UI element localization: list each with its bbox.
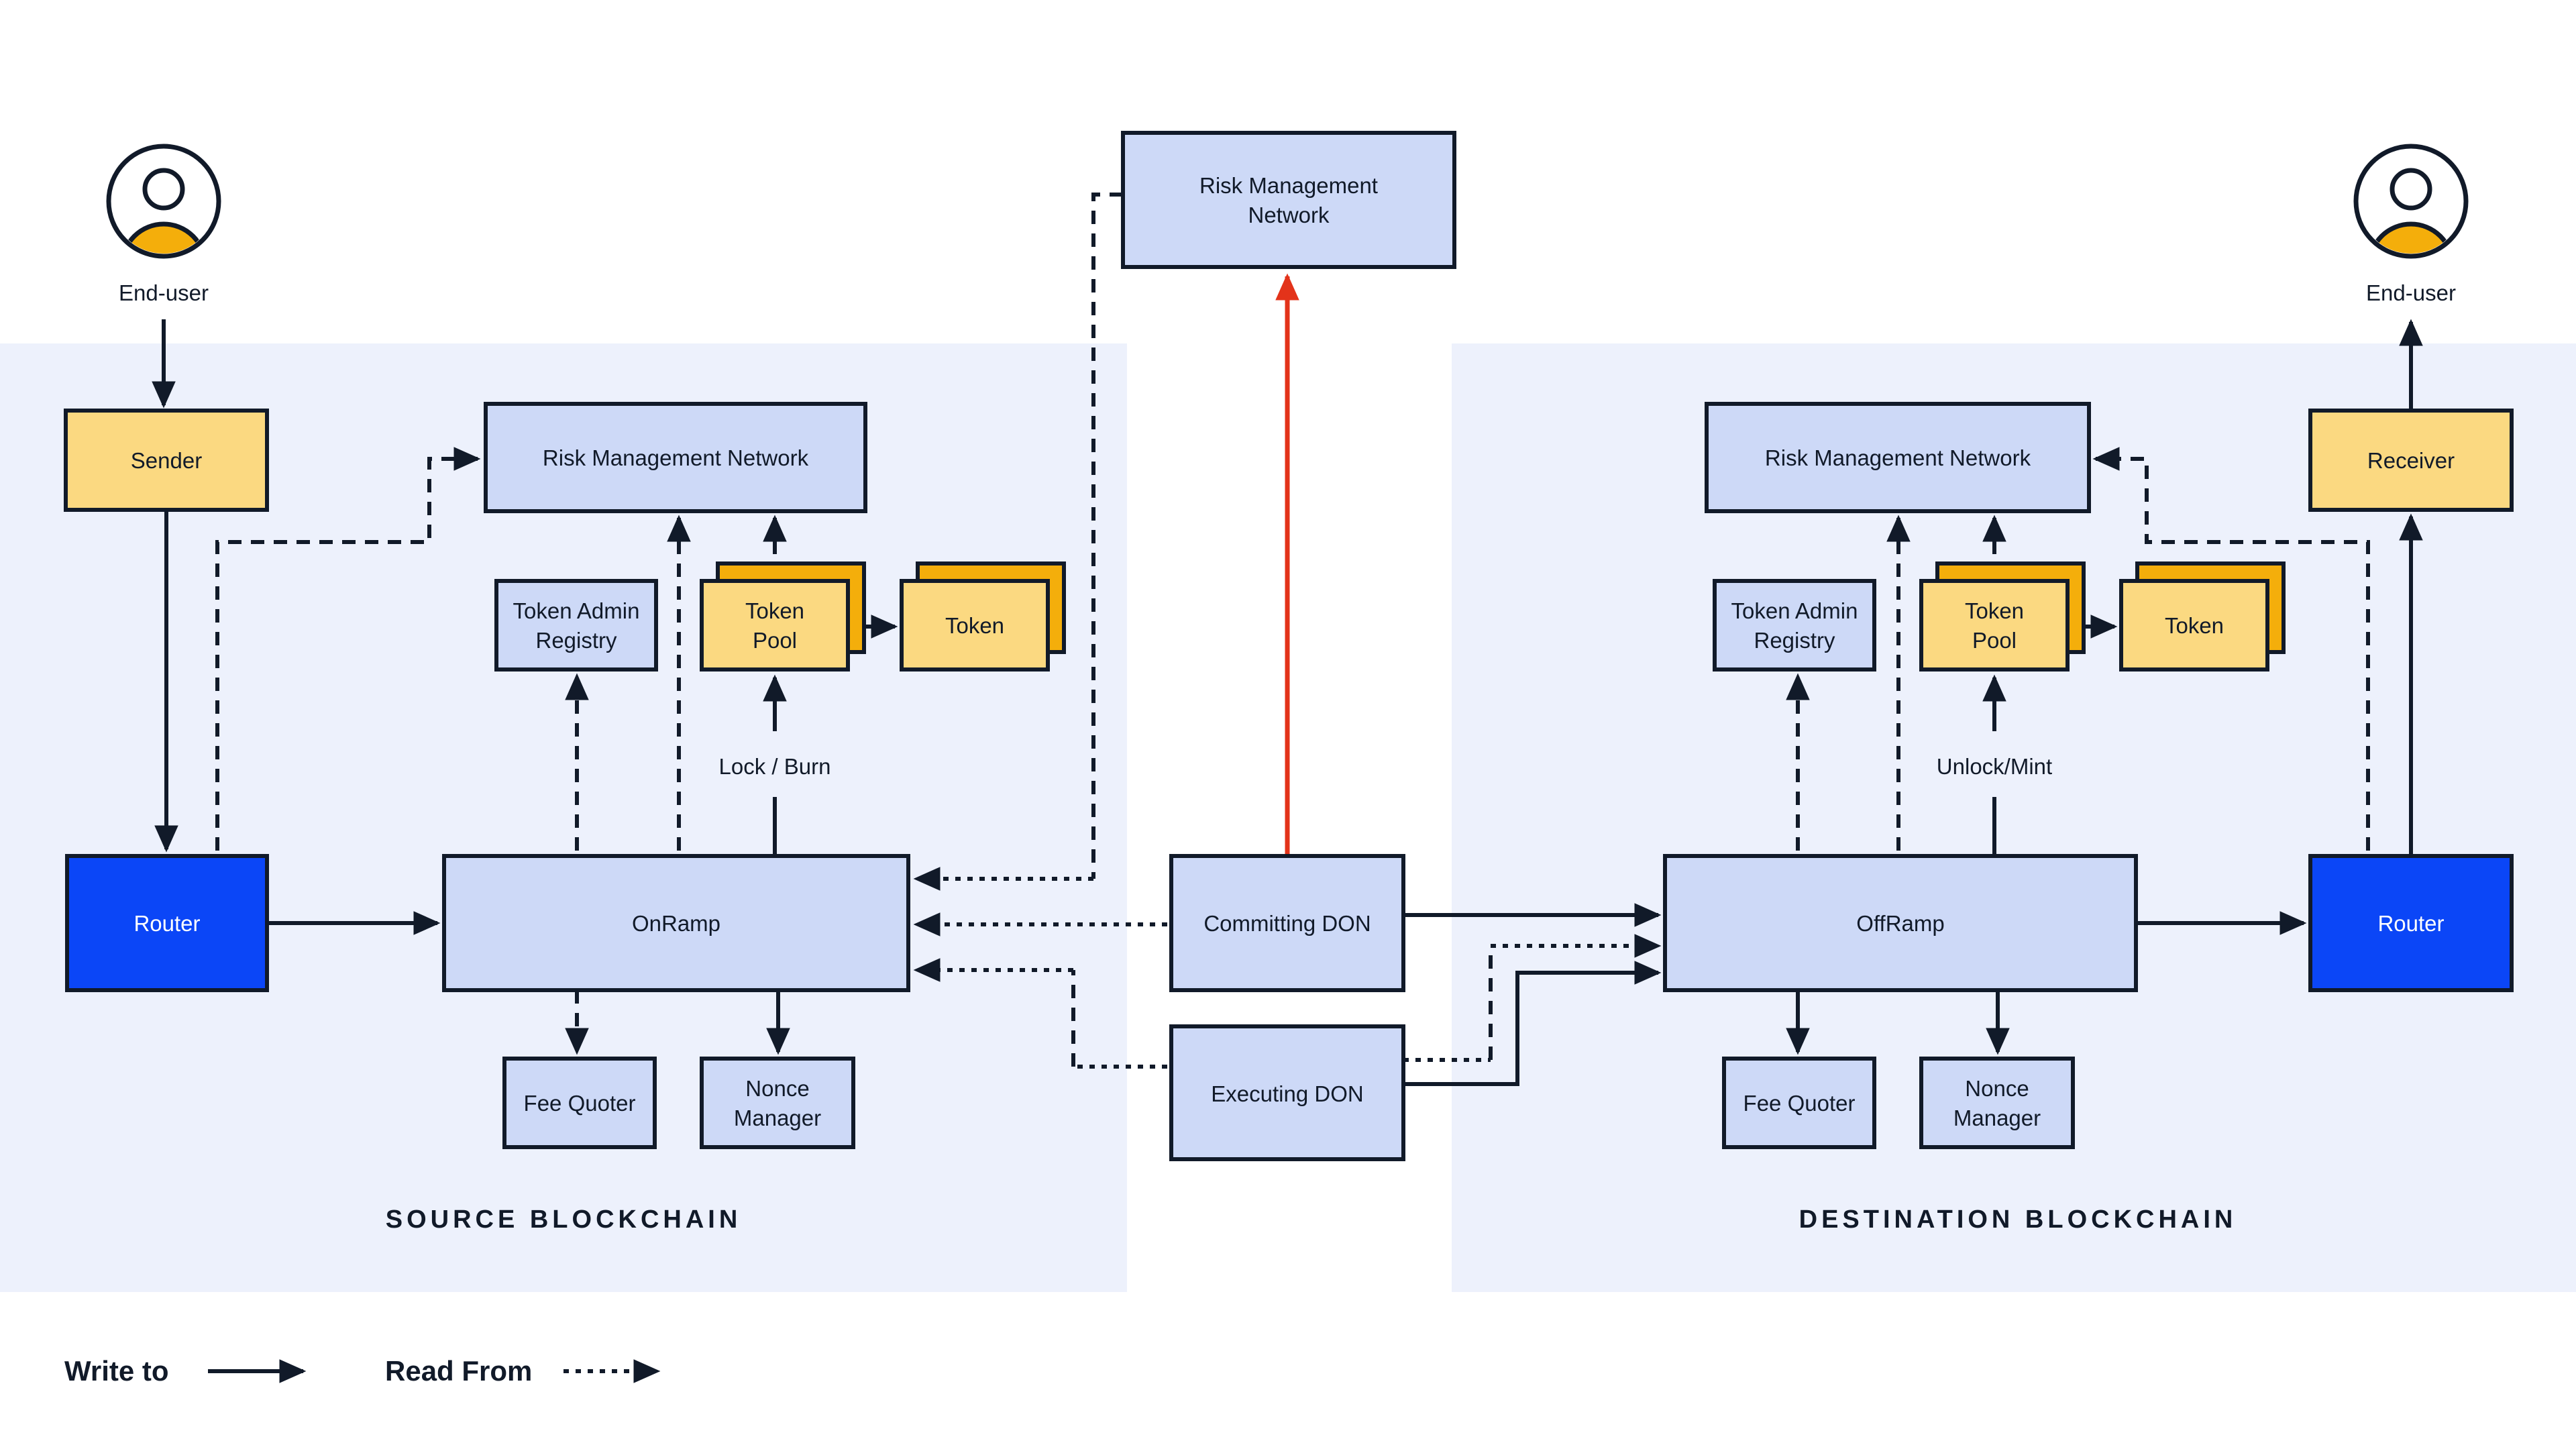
risk-management-network-top-box bbox=[1121, 131, 1456, 269]
node-sender: Sender bbox=[64, 409, 269, 512]
token-source-box bbox=[900, 579, 1050, 672]
token-pool-source-label-line2: Pool bbox=[753, 628, 797, 653]
rmn-source-label: Risk Management Network bbox=[543, 445, 809, 470]
offramp-label: OffRamp bbox=[1856, 911, 1944, 936]
risk-management-network-top-label-line1: Risk Management bbox=[1199, 173, 1378, 198]
executing-don-box bbox=[1169, 1024, 1405, 1161]
nonce-manager-source-label-line1: Nonce bbox=[745, 1076, 809, 1101]
committing-don-label: Committing DON bbox=[1203, 911, 1371, 936]
token-admin-registry-source-label-line1: Token Admin bbox=[513, 598, 640, 623]
node-offramp: OffRamp bbox=[1663, 854, 2138, 992]
node-executing-don: Executing DON bbox=[1169, 1024, 1405, 1161]
node-token-destination: Token bbox=[2119, 561, 2286, 672]
arrow-executingdon-to-offramp bbox=[1403, 961, 1662, 1086]
router-source-box bbox=[65, 854, 269, 992]
token-admin-registry-destination-label-line2: Registry bbox=[1754, 628, 1835, 653]
node-token-pool-destination: Token Pool bbox=[1919, 561, 2086, 672]
end-user-left: End-user bbox=[106, 144, 221, 305]
token-pool-source-box bbox=[700, 579, 850, 672]
end-user-right-label: End-user bbox=[2366, 280, 2456, 305]
node-token-admin-registry-destination: Token Admin Registry bbox=[1713, 579, 1876, 672]
user-shoulders-icon bbox=[2367, 221, 2455, 254]
node-onramp: OnRamp bbox=[442, 854, 910, 992]
legend-read-from-label: Read From bbox=[385, 1355, 532, 1387]
onramp-box bbox=[442, 854, 910, 992]
nonce-manager-destination-label-line1: Nonce bbox=[1965, 1076, 2029, 1101]
token-pool-destination-label-line1: Token bbox=[1965, 598, 2024, 623]
legend: Write to Read From bbox=[64, 1355, 661, 1387]
token-source-label: Token bbox=[945, 613, 1004, 638]
node-rmn-source: Risk Management Network bbox=[484, 402, 867, 513]
source-blockchain-section-label: SOURCE BLOCKCHAIN bbox=[386, 1205, 742, 1234]
user-shoulders-icon bbox=[119, 221, 208, 254]
read-from-arrows bbox=[215, 193, 2370, 1069]
arrow-toprmn-reads-onramp-vertical bbox=[1091, 193, 1123, 879]
legend-write-to-label: Write to bbox=[64, 1355, 169, 1387]
user-head-icon bbox=[2390, 168, 2432, 211]
node-token-source: Token bbox=[900, 561, 1066, 672]
offramp-box bbox=[1663, 854, 2138, 992]
token-destination-box bbox=[2119, 579, 2269, 672]
fee-quoter-source-label: Fee Quoter bbox=[524, 1091, 636, 1116]
unlock-mint-label: Unlock/Mint bbox=[1937, 754, 2052, 779]
node-committing-don: Committing DON bbox=[1169, 854, 1405, 992]
node-rmn-destination: Risk Management Network bbox=[1705, 402, 2091, 513]
onramp-label: OnRamp bbox=[632, 911, 720, 936]
rmn-source-box bbox=[484, 402, 867, 513]
node-nonce-manager-destination: Nonce Manager bbox=[1919, 1057, 2075, 1149]
destination-blockchain-section-label: DESTINATION BLOCKCHAIN bbox=[1799, 1205, 2237, 1234]
arrow-router-reads-rmn-right bbox=[2092, 447, 2370, 851]
nonce-manager-source-label-line2: Manager bbox=[734, 1106, 821, 1130]
rmn-destination-box bbox=[1705, 402, 2091, 513]
token-pool-destination-label-line2: Pool bbox=[1972, 628, 2017, 653]
node-fee-quoter-destination: Fee Quoter bbox=[1722, 1057, 1876, 1149]
router-source-label: Router bbox=[133, 911, 200, 936]
fee-quoter-destination-box bbox=[1722, 1057, 1876, 1149]
executing-don-label: Executing DON bbox=[1211, 1081, 1363, 1106]
nonce-manager-destination-box bbox=[1919, 1057, 2075, 1149]
node-risk-management-network-top: Risk Management Network bbox=[1121, 131, 1456, 269]
nonce-manager-destination-label-line2: Manager bbox=[1953, 1106, 2041, 1130]
token-pool-destination-box bbox=[1919, 579, 2070, 672]
receiver-label: Receiver bbox=[2367, 448, 2455, 473]
committing-don-box bbox=[1169, 854, 1405, 992]
end-user-left-label: End-user bbox=[119, 280, 209, 305]
sender-box bbox=[64, 409, 269, 512]
node-token-admin-registry-source: Token Admin Registry bbox=[494, 579, 658, 672]
receiver-box bbox=[2308, 409, 2514, 512]
lock-burn-label: Lock / Burn bbox=[719, 754, 831, 779]
token-destination-label: Token bbox=[2165, 613, 2224, 638]
risk-management-network-top-label-line2: Network bbox=[1248, 203, 1330, 227]
token-admin-registry-destination-box bbox=[1713, 579, 1876, 672]
user-head-icon bbox=[142, 168, 185, 211]
fee-quoter-source-box bbox=[502, 1057, 657, 1149]
token-admin-registry-source-label-line2: Registry bbox=[535, 628, 617, 653]
node-fee-quoter-source: Fee Quoter bbox=[502, 1057, 657, 1149]
nonce-manager-source-box bbox=[700, 1057, 855, 1149]
node-token-pool-source: Token Pool bbox=[700, 561, 866, 672]
node-router-source: Router bbox=[65, 854, 269, 992]
node-nonce-manager-source: Nonce Manager bbox=[700, 1057, 855, 1149]
router-destination-label: Router bbox=[2377, 911, 2444, 936]
router-destination-box bbox=[2308, 854, 2514, 992]
end-user-right: End-user bbox=[2353, 144, 2469, 305]
rmn-destination-label: Risk Management Network bbox=[1765, 445, 2031, 470]
arrow-router-reads-rmn-left bbox=[215, 447, 481, 851]
token-admin-registry-source-box bbox=[494, 579, 658, 672]
sender-label: Sender bbox=[131, 448, 202, 473]
token-pool-source-label-line1: Token bbox=[745, 598, 804, 623]
token-admin-registry-destination-label-line1: Token Admin bbox=[1731, 598, 1858, 623]
node-receiver: Receiver bbox=[2308, 409, 2514, 512]
node-router-destination: Router bbox=[2308, 854, 2514, 992]
fee-quoter-destination-label: Fee Quoter bbox=[1743, 1091, 1856, 1116]
